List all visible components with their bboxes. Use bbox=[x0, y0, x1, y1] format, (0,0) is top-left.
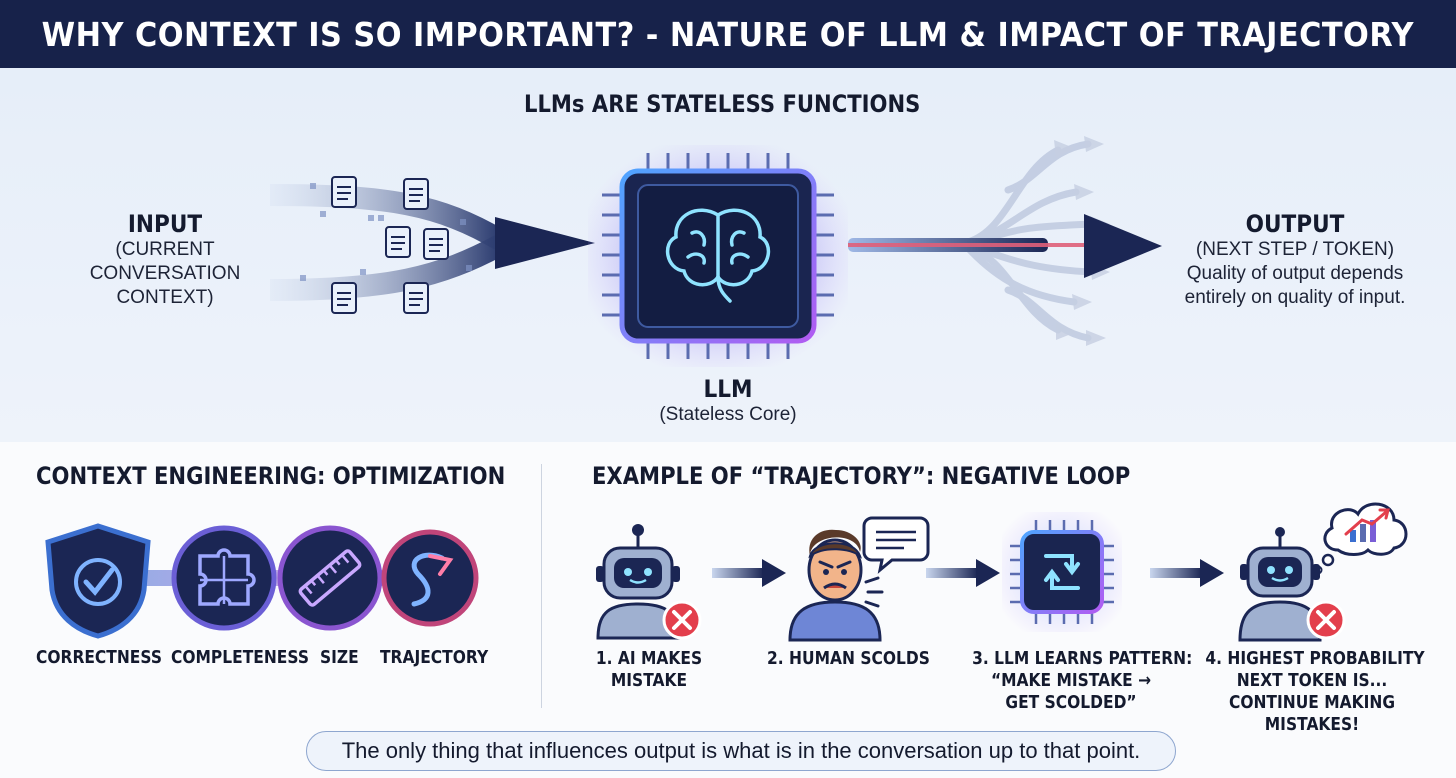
step-1-line-2: MISTAKE bbox=[610, 670, 688, 691]
engineering-title: CONTEXT ENGINEERING: OPTIMIZATION bbox=[36, 462, 506, 490]
robot-thinking-icon bbox=[1238, 502, 1408, 642]
step-2-line-1: 2. HUMAN SCOLDS bbox=[767, 648, 930, 669]
ruler-icon bbox=[277, 525, 383, 631]
input-line-3: CONTEXT) bbox=[116, 287, 214, 308]
step-1-label: 1. AI MAKES MISTAKE bbox=[574, 648, 724, 692]
step-4-line-2: NEXT TOKEN IS... bbox=[1236, 670, 1388, 691]
speech-bubble-icon bbox=[862, 516, 930, 574]
trajectory-arrow-icon bbox=[381, 529, 479, 627]
trajectory-title: EXAMPLE OF “TRAJECTORY”: NEGATIVE LOOP bbox=[592, 462, 1131, 490]
stateless-subtitle: LLMs ARE STATELESS FUNCTIONS bbox=[524, 90, 921, 118]
llm-caption-block: LLM (Stateless Core) bbox=[640, 375, 816, 427]
llm-label: LLM bbox=[703, 375, 753, 403]
input-heading: INPUT bbox=[127, 210, 203, 238]
document-icon bbox=[403, 178, 429, 210]
document-icon bbox=[423, 228, 449, 260]
output-line-1: (NEXT STEP / TOKEN) bbox=[1195, 239, 1395, 260]
thought-cloud-icon bbox=[1313, 502, 1408, 575]
angry-human-icon bbox=[788, 516, 930, 642]
step-3-label: 3. LLM LEARNS PATTERN: “MAKE MISTAKE → G… bbox=[956, 648, 1193, 714]
step-4-line-4: MISTAKES! bbox=[1264, 714, 1360, 735]
footer-note: The only thing that influences output is… bbox=[306, 731, 1176, 771]
step-4-line-3: CONTINUE MAKING bbox=[1228, 692, 1396, 713]
label-correctness: CORRECTNESS bbox=[36, 647, 162, 668]
output-label-block: OUTPUT (NEXT STEP / TOKEN) Quality of ou… bbox=[1170, 210, 1420, 310]
step-arrow-icon bbox=[1150, 559, 1224, 587]
step-arrow-icon bbox=[926, 559, 1000, 587]
step-3-line-2: “MAKE MISTAKE → bbox=[990, 670, 1152, 691]
robot-error-icon bbox=[596, 524, 702, 640]
output-line-3: entirely on quality of input. bbox=[1184, 287, 1406, 308]
document-icon bbox=[385, 226, 411, 258]
brain-icon bbox=[665, 208, 771, 303]
title-banner: WHY CONTEXT IS SO IMPORTANT? - NATURE OF… bbox=[0, 0, 1456, 68]
step-1-line-1: 1. AI MAKES bbox=[595, 648, 703, 669]
rising-chart-icon bbox=[1344, 508, 1390, 542]
document-icon bbox=[331, 282, 357, 314]
step-arrow-icon bbox=[712, 559, 786, 587]
optimization-icons-chain bbox=[45, 523, 479, 639]
label-size: SIZE bbox=[320, 647, 359, 668]
step-3-line-3: GET SCOLDED” bbox=[1005, 692, 1137, 713]
step-2-label: 2. HUMAN SCOLDS bbox=[754, 648, 940, 670]
output-branches-graphic bbox=[848, 136, 1162, 346]
shield-check-icon bbox=[45, 523, 151, 639]
step-4-label: 4. HIGHEST PROBABILITY NEXT TOKEN IS... … bbox=[1188, 648, 1436, 736]
label-completeness: COMPLETENESS bbox=[171, 647, 309, 668]
input-line-1: (CURRENT bbox=[115, 239, 215, 260]
input-line-2: CONVERSATION bbox=[89, 263, 241, 284]
label-trajectory: TRAJECTORY bbox=[380, 647, 489, 668]
puzzle-icon bbox=[171, 525, 277, 631]
input-label-block: INPUT (CURRENT CONVERSATION CONTEXT) bbox=[70, 210, 260, 310]
output-heading: OUTPUT bbox=[1245, 210, 1345, 238]
page-title: WHY CONTEXT IS SO IMPORTANT? - NATURE OF… bbox=[41, 14, 1415, 54]
input-streams-graphic bbox=[269, 176, 595, 314]
section-divider bbox=[541, 464, 542, 708]
footer-text: The only thing that influences output is… bbox=[341, 738, 1141, 763]
document-icon bbox=[331, 176, 357, 208]
step-3-line-1: 3. LLM LEARNS PATTERN: bbox=[972, 648, 1193, 669]
llm-caption: (Stateless Core) bbox=[659, 404, 797, 425]
output-line-2: Quality of output depends bbox=[1186, 263, 1404, 284]
document-icon bbox=[403, 282, 429, 314]
chip-loop-icon bbox=[1002, 512, 1122, 632]
step-4-line-1: 4. HIGHEST PROBABILITY bbox=[1205, 648, 1425, 669]
llm-chip-icon bbox=[588, 145, 848, 367]
